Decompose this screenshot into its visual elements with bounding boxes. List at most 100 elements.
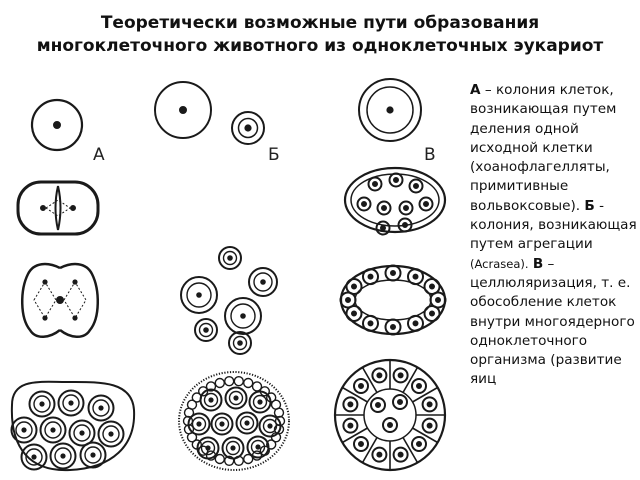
a-colony-cell bbox=[79, 441, 107, 469]
b-small-cell bbox=[191, 439, 203, 450]
b-small-cell bbox=[197, 445, 209, 456]
v-cell-wall bbox=[412, 386, 439, 403]
b-colony-cell bbox=[224, 386, 248, 410]
b-aggregating-cell bbox=[180, 276, 218, 314]
b-small-cell bbox=[259, 386, 270, 397]
b-small-cell bbox=[242, 453, 254, 465]
a-colony-cells bbox=[10, 389, 125, 471]
v-nucleus bbox=[388, 172, 404, 188]
v-cell-wall bbox=[361, 437, 378, 464]
b-small-cell bbox=[205, 450, 217, 461]
v-outer-cell bbox=[353, 378, 369, 394]
b-small-cell bbox=[223, 376, 235, 387]
b-small-cell bbox=[273, 407, 285, 418]
a-single-cell bbox=[30, 98, 84, 152]
v-nucleus bbox=[398, 200, 414, 216]
a-colony-cell bbox=[20, 443, 48, 471]
b-small-cell bbox=[233, 376, 245, 387]
b-colony-cell bbox=[210, 412, 234, 436]
v-cell-wall bbox=[341, 386, 368, 403]
caption-v-text: – целлюляризация, т. е. обособление клет… bbox=[470, 255, 635, 388]
v-nucleus bbox=[356, 196, 372, 212]
v-cells bbox=[335, 360, 445, 470]
label-a: А bbox=[93, 145, 105, 165]
column-b: Б bbox=[154, 81, 290, 471]
v-peripheral-cell bbox=[384, 318, 402, 336]
v-multinuclear-cell bbox=[343, 166, 447, 236]
b-small-cell bbox=[266, 439, 277, 450]
a-colony-cell bbox=[39, 416, 67, 444]
b-aggregating-cell bbox=[224, 297, 262, 335]
evolution-pathways-diagram: А bbox=[10, 78, 447, 472]
label-b: Б bbox=[268, 145, 280, 165]
b-small-cell bbox=[223, 455, 235, 466]
v-outer-cell bbox=[392, 446, 409, 463]
v-nucleus bbox=[397, 217, 413, 233]
caption-v-letter: В bbox=[532, 255, 544, 272]
column-a: А bbox=[10, 98, 136, 472]
v-inner-cell bbox=[382, 417, 398, 433]
b-aggregating-cells bbox=[180, 246, 278, 355]
b-small-cell bbox=[259, 445, 270, 456]
v-nucleus bbox=[418, 196, 434, 212]
v-peripheral-cell bbox=[384, 264, 402, 282]
v-peripheral-cell bbox=[407, 314, 424, 332]
v-multicellular bbox=[333, 358, 447, 472]
b-small-cell bbox=[251, 450, 263, 461]
b-single-cell-small bbox=[231, 111, 265, 145]
b-aggregating-cell bbox=[228, 331, 252, 355]
a-colony-cell bbox=[57, 389, 85, 417]
v-peripheral-cell bbox=[407, 268, 424, 286]
b-small-cell bbox=[242, 377, 254, 389]
b-colony-cell bbox=[246, 435, 270, 459]
v-outer-cell bbox=[342, 396, 359, 413]
caption-b-text: - колония, возникающая путем агрегации bbox=[470, 197, 637, 253]
v-nucleus bbox=[367, 176, 383, 192]
v-cell-wall bbox=[402, 437, 419, 464]
b-aggregating-cell bbox=[194, 318, 218, 342]
v-cellularizing bbox=[339, 264, 447, 336]
v-cell-wall bbox=[341, 427, 368, 444]
b-small-cell bbox=[266, 392, 277, 403]
v-outer-cell bbox=[421, 396, 438, 413]
v-peripheral-cell bbox=[423, 278, 441, 295]
b-small-cell bbox=[214, 453, 226, 465]
v-cell-wall bbox=[412, 427, 439, 444]
v-outer-cell bbox=[353, 436, 369, 452]
v-outer-cell bbox=[411, 436, 427, 452]
b-colony-cell bbox=[187, 412, 211, 436]
a-colony bbox=[10, 380, 136, 472]
b-small-cell bbox=[191, 392, 203, 403]
a-colony-cell bbox=[97, 420, 125, 448]
title-line-2: многоклеточного животного из одноклеточн… bbox=[36, 36, 604, 56]
a-colony-cell bbox=[68, 419, 96, 447]
b-single-cell-large bbox=[154, 81, 212, 139]
v-nucleus bbox=[408, 178, 424, 194]
v-outer-cell bbox=[371, 446, 388, 463]
caption-a-text: – колония клеток, возникающая путем деле… bbox=[470, 82, 617, 214]
b-small-cell bbox=[270, 432, 282, 443]
v-nucleus bbox=[376, 200, 392, 216]
b-colony bbox=[178, 371, 290, 471]
b-small-cell bbox=[186, 399, 198, 410]
v-single-cell bbox=[358, 78, 422, 142]
a-colony-cell bbox=[10, 416, 38, 444]
b-aggregating-cell bbox=[248, 267, 278, 297]
a-two-cell-stage bbox=[16, 180, 100, 236]
b-small-cell bbox=[251, 381, 263, 392]
column-v: В bbox=[333, 78, 447, 472]
v-outer-cell bbox=[392, 367, 409, 384]
a-dividing-cell bbox=[21, 262, 99, 338]
b-aggregating-cell bbox=[218, 246, 242, 270]
v-peripheral-cell bbox=[362, 314, 379, 332]
v-inner-cell bbox=[392, 394, 408, 410]
slide-title: Теоретически возможные пути образования … bbox=[0, 12, 640, 58]
v-nuclei bbox=[356, 172, 434, 236]
v-outer-cell bbox=[342, 417, 359, 434]
v-inner-cell bbox=[370, 397, 386, 413]
caption-b-letter: Б bbox=[584, 197, 595, 214]
b-small-cell bbox=[205, 381, 217, 392]
b-colony-cells bbox=[182, 376, 286, 466]
v-peripheral-cells bbox=[339, 264, 447, 336]
